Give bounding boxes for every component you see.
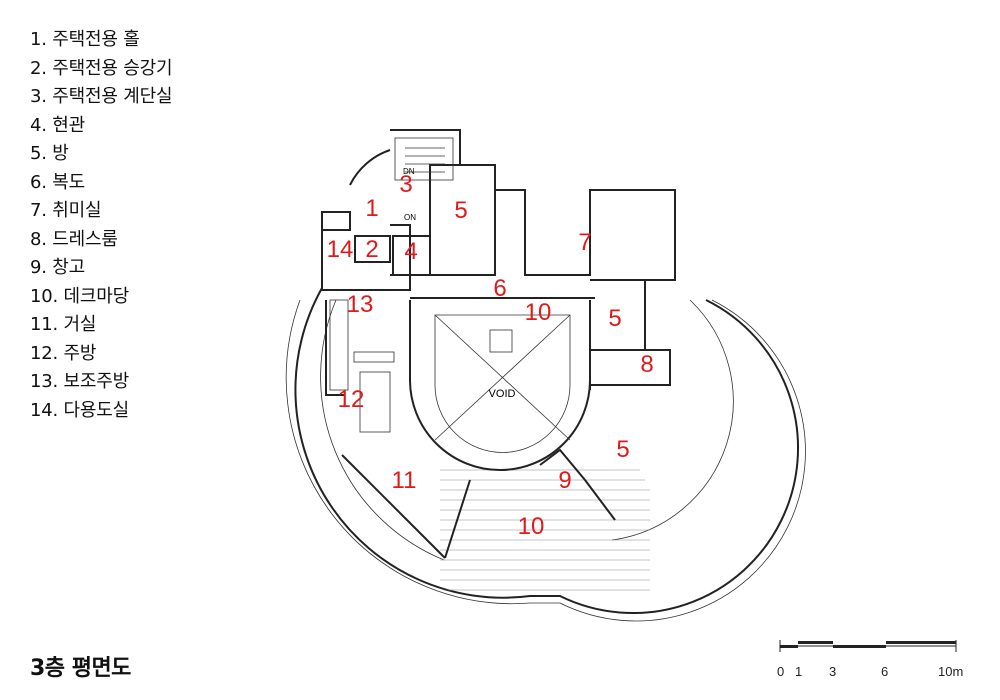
legend-list: 1. 주택전용 홀 2. 주택전용 승강기 3. 주택전용 계단실 4. 현관 … xyxy=(30,26,173,425)
legend-item: 11. 거실 xyxy=(30,314,97,335)
stair-dn-label: DN xyxy=(403,167,415,176)
room-number: 3 xyxy=(399,171,412,198)
room-number: 11 xyxy=(392,467,417,494)
scale-label: 6 xyxy=(881,664,888,679)
legend-item: 2. 주택전용 승강기 xyxy=(30,57,173,79)
void-atrium: VOID xyxy=(409,300,591,471)
room-number: 4 xyxy=(404,238,417,265)
room-number: 13 xyxy=(347,291,374,318)
room-number: 7 xyxy=(578,229,591,256)
legend-item: 3. 주택전용 계단실 xyxy=(30,86,173,107)
room-number: 10 xyxy=(525,299,552,326)
stair: DN ON xyxy=(394,137,454,222)
room-number: 10 xyxy=(518,513,545,540)
scale-label: 0 xyxy=(777,664,784,679)
legend-item: 4. 현관 xyxy=(30,114,86,136)
deck-hatching xyxy=(440,469,650,591)
legend-item: 1. 주택전용 홀 xyxy=(30,29,140,50)
outer-shell xyxy=(285,287,806,622)
hall-on-label: ON xyxy=(404,213,416,222)
scale-label: 1 xyxy=(795,664,802,679)
legend-item: 6. 복도 xyxy=(30,171,86,193)
legend-item: 14. 다용도실 xyxy=(30,399,129,421)
room-numbers: 1 2 3 4 5 5 5 6 7 8 9 10 10 11 12 13 14 xyxy=(327,171,654,540)
legend-item: 7. 취미실 xyxy=(30,200,102,221)
room-number: 5 xyxy=(608,305,621,332)
room-number: 5 xyxy=(454,197,467,224)
room-number: 9 xyxy=(558,467,571,494)
floor-title: 3층 평면도 xyxy=(30,656,131,681)
room-number: 8 xyxy=(640,351,653,378)
legend-item: 13. 보조주방 xyxy=(30,371,129,392)
room-number: 14 xyxy=(327,236,354,263)
room-number: 6 xyxy=(493,275,506,302)
room-number: 1 xyxy=(365,195,378,222)
scale-bar: 0 1 3 6 10m xyxy=(777,640,963,679)
scale-label: 10m xyxy=(938,664,963,679)
legend-item: 9. 창고 xyxy=(30,257,86,278)
void-label: VOID xyxy=(489,388,516,400)
room-number: 12 xyxy=(338,386,365,413)
legend-item: 8. 드레스룸 xyxy=(30,228,118,250)
scale-label: 3 xyxy=(829,664,836,679)
room-number: 5 xyxy=(616,436,629,463)
legend-item: 12. 주방 xyxy=(30,342,97,364)
kitchen-furniture xyxy=(329,299,395,433)
legend-item: 5. 방 xyxy=(30,143,69,164)
room-number: 2 xyxy=(365,236,378,263)
legend-item: 10. 데크마당 xyxy=(30,285,129,307)
